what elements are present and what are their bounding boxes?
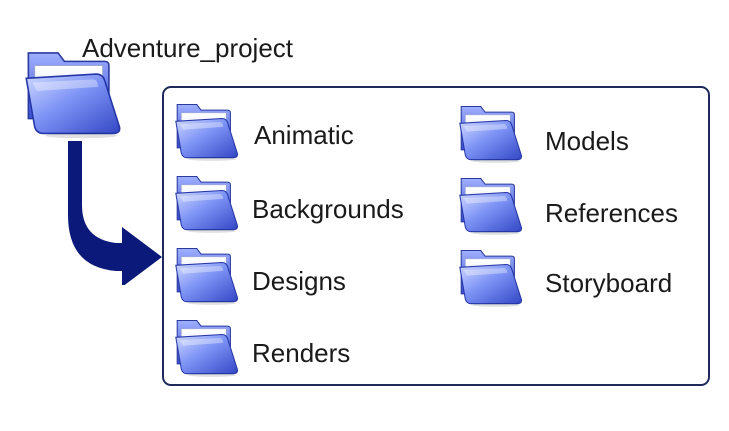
root-folder-label: Adventure_project — [82, 33, 294, 63]
folder-icon[interactable] — [457, 170, 527, 236]
folder-label-backgrounds[interactable]: Backgrounds — [252, 194, 404, 224]
folder-label-animatic[interactable]: Animatic — [254, 120, 354, 150]
folder-icon[interactable] — [173, 96, 243, 162]
folder-icon[interactable] — [173, 240, 243, 306]
folder-label-storyboard[interactable]: Storyboard — [545, 268, 673, 298]
folder-label-references[interactable]: References — [545, 198, 678, 228]
folder-icon[interactable] — [457, 98, 527, 164]
folder-icon[interactable] — [173, 168, 243, 234]
arrow-icon — [68, 141, 162, 285]
subfolder-container — [162, 86, 710, 386]
folder-label-models[interactable]: Models — [545, 126, 629, 156]
folder-icon[interactable] — [173, 312, 243, 378]
folder-label-designs[interactable]: Designs — [252, 266, 346, 296]
folder-label-renders[interactable]: Renders — [252, 338, 351, 368]
folder-icon[interactable] — [457, 242, 527, 308]
